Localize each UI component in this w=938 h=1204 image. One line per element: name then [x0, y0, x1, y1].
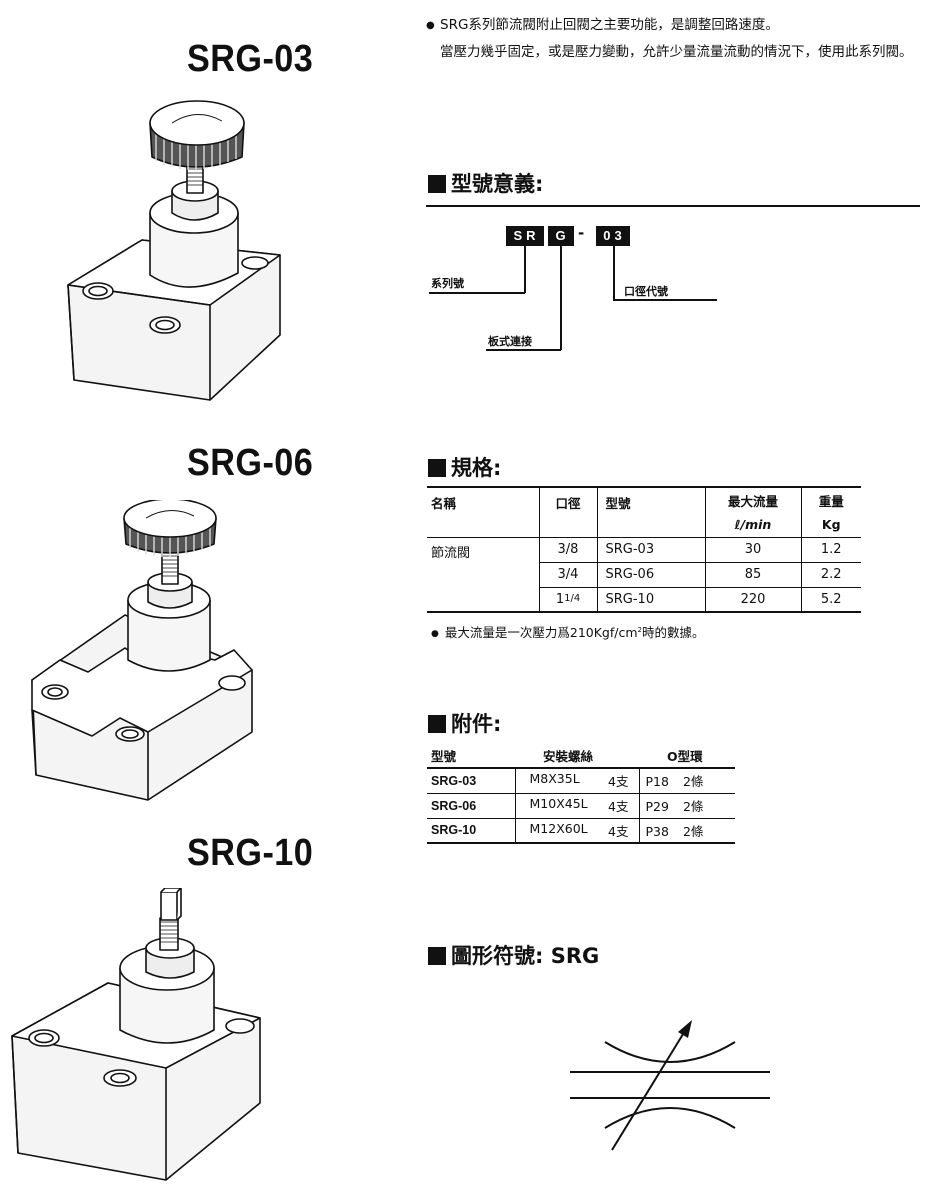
acc-cell-oring: P29 2條 [638, 792, 735, 818]
spec-note-tail: 時的數據。 [641, 625, 705, 640]
model-title-srg-10: SRG-10 [187, 832, 314, 874]
code-mount-box: G [548, 226, 574, 246]
code-size-box: 03 [596, 226, 630, 246]
spec-cell-flow: 85 [704, 561, 801, 587]
leader-series-v [524, 246, 526, 293]
spec-header-flow: 最大流量 [704, 487, 801, 512]
acc-cell-bolt: M10X45L 4支 [514, 792, 639, 818]
label-mount: 板式連接 [488, 335, 532, 348]
leader-size-h [613, 299, 717, 301]
intro-text: ● SRG系列節流閥附止回閥之主要功能，是調整回路速度。 當壓力幾乎固定，或是壓力… [426, 12, 926, 65]
acc-cell-bolt: M12X60L 4支 [514, 817, 639, 843]
spec-cell-weight: 1.2 [800, 536, 861, 562]
acc-oring-spec: P18 [645, 774, 669, 790]
intro-line-1: SRG系列節流閥附止回閥之主要功能，是調整回路速度。 [440, 17, 779, 33]
meaning-heading-text: 型號意義: [451, 172, 544, 196]
symbol-heading-text: 圖形符號: SRG [451, 944, 600, 968]
acc-bolt-qty: 4支 [608, 823, 629, 839]
spec-cell-model: SRG-06 [596, 561, 705, 587]
spec-size-frac: 1/4 [564, 592, 581, 604]
meaning-heading: 型號意義: [428, 168, 543, 198]
table-row: 節流閥 3/8 SRG-03 30 1.2 [427, 536, 861, 562]
spec-note-text: 最大流量是一次壓力爲210Kgf/cm [444, 625, 638, 640]
spec-size-whole: 1 [555, 591, 565, 607]
table-row: 3/4 SRG-06 85 2.2 [427, 561, 861, 587]
accessories-heading: 附件: [428, 708, 501, 738]
acc-oring-qty: 2條 [682, 774, 704, 790]
acc-cell-oring: P18 2條 [638, 768, 735, 793]
acc-oring-spec: P29 [645, 799, 669, 814]
meaning-divider [426, 205, 920, 207]
spec-header-name: 名稱 [427, 487, 539, 538]
acc-header-bolt: 安裝螺絲 [515, 743, 639, 769]
spec-cell-model: SRG-10 [596, 586, 705, 612]
spec-cell-model: SRG-03 [596, 536, 705, 562]
acc-bolt-qty: 4支 [608, 774, 629, 790]
spec-cell-flow: 220 [704, 586, 801, 612]
acc-bolt-spec: M8X35L [529, 771, 580, 787]
srg-10-valve-illustration [11, 888, 261, 1181]
srg-03-valve-illustration [67, 100, 281, 401]
square-bullet-icon [428, 947, 446, 965]
spec-note: ● 最大流量是一次壓力爲210Kgf/cm2時的數據。 [431, 622, 705, 641]
acc-oring-spec: P38 [645, 823, 669, 839]
model-title-srg-03: SRG-03 [187, 38, 314, 80]
acc-oring-qty: 2條 [682, 799, 704, 814]
accessories-heading-text: 附件: [451, 712, 502, 736]
spec-header-flow-unit: ℓ/min [704, 512, 801, 538]
acc-bolt-qty: 4支 [608, 799, 629, 814]
spec-header-weight-unit: Kg [800, 512, 861, 538]
acc-header-model: 型號 [427, 743, 515, 769]
accessories-table: 型號 安裝螺絲 O型環 SRG-03 M8X35L 4支 P18 2條 SRG-06… [427, 743, 735, 844]
table-row: SRG-10 M12X60L 4支 P38 2條 [427, 817, 735, 843]
code-series-box: SR [506, 226, 544, 246]
model-title-srg-06: SRG-06 [187, 442, 314, 484]
leader-mount-v [560, 246, 562, 350]
bullet-icon: ● [426, 20, 435, 31]
label-series: 系列號 [431, 277, 464, 290]
spec-heading: 規格: [428, 452, 501, 482]
bullet-icon: ● [431, 629, 439, 639]
spec-cell-flow: 30 [704, 536, 801, 562]
acc-oring-qty: 2條 [682, 823, 704, 839]
table-row: SRG-06 M10X45L 4支 P29 2條 [427, 792, 735, 818]
spec-cell-weight: 2.2 [800, 561, 861, 587]
acc-cell-oring: P38 2條 [638, 817, 735, 843]
table-row: 11/4 SRG-10 220 5.2 [427, 586, 861, 612]
square-bullet-icon [428, 715, 446, 733]
acc-header-oring: O型環 [639, 743, 735, 769]
acc-bolt-spec: M12X60L [529, 820, 588, 836]
symbol-heading: 圖形符號: SRG [428, 940, 599, 970]
square-bullet-icon [428, 175, 446, 193]
spec-heading-text: 規格: [451, 456, 502, 480]
spec-cell-size: 3/8 [538, 536, 597, 562]
srg-06-valve-illustration [31, 500, 253, 801]
spec-note-sup: 2 [637, 625, 642, 634]
leader-mount-h [486, 349, 561, 351]
label-size: 口徑代號 [624, 285, 668, 298]
spec-header-weight: 重量 [800, 487, 861, 512]
spec-cell-size: 3/4 [538, 561, 597, 587]
leader-series-h [429, 292, 525, 294]
spec-table: 名稱 口徑 型號 最大流量 重量 ℓ/min Kg 節流閥 3/8 SRG-03… [427, 486, 861, 613]
acc-cell-model: SRG-10 [427, 817, 515, 843]
code-dash: - [578, 224, 585, 242]
throttle-valve-symbol-icon [570, 1020, 770, 1151]
acc-bolt-spec: M10X45L [529, 796, 588, 811]
intro-line-2: 當壓力幾乎固定，或是壓力變動，允許少量流量流動的情況下，使用此系列閥。 [440, 44, 913, 60]
spec-header-size: 口徑 [538, 487, 597, 538]
square-bullet-icon [428, 459, 446, 477]
spec-product-name: 節流閥 [431, 545, 471, 561]
spec-cell-size: 11/4 [538, 586, 597, 612]
spec-header-model: 型號 [596, 487, 705, 538]
acc-cell-model: SRG-03 [431, 773, 477, 788]
acc-cell-model: SRG-06 [427, 792, 515, 818]
acc-cell-bolt: M8X35L 4支 [514, 768, 639, 793]
table-row: SRG-03 M8X35L 4支 P18 2條 [427, 768, 735, 793]
spec-cell-weight: 5.2 [800, 586, 861, 612]
leader-size-v [613, 246, 615, 300]
